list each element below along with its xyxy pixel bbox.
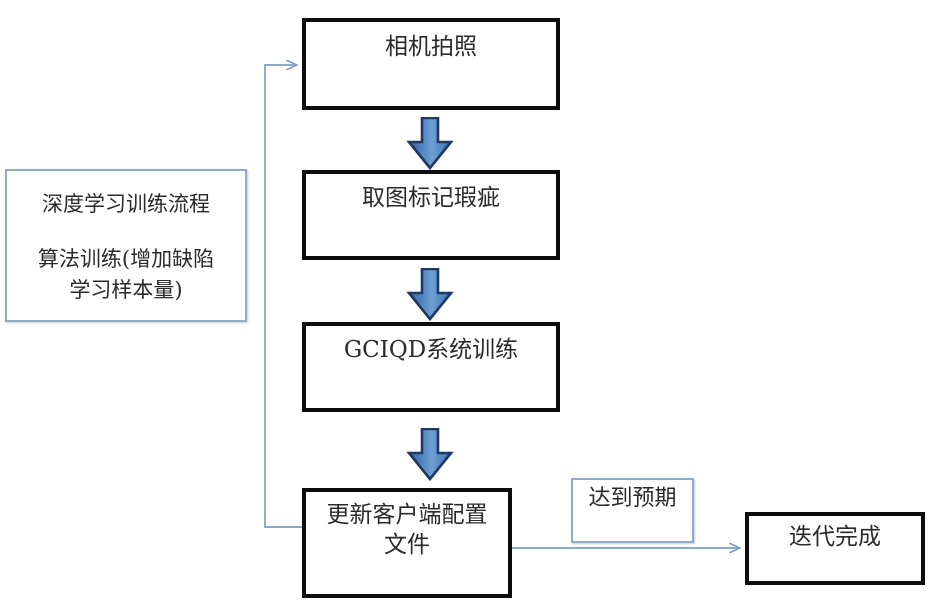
node-iteration-complete-label: 迭代完成 — [789, 524, 881, 550]
node-update-client-config-label: 更新客户端配置 文件 — [326, 502, 488, 558]
node-capture[interactable]: 相机拍照 — [302, 18, 560, 110]
block-arrow-mark-to-train — [406, 268, 454, 322]
block-arrow-train-to-update — [406, 428, 454, 482]
connector-feedback-update-to-capture — [264, 65, 302, 528]
node-system-training-label: GCIQD系统训练 — [343, 337, 519, 363]
block-arrow-capture-to-mark — [406, 117, 454, 171]
panel-body: 算法训练(增加缺陷 学习样本量) — [37, 247, 215, 302]
node-system-training[interactable]: GCIQD系统训练 — [302, 322, 560, 412]
node-update-client-config[interactable]: 更新客户端配置 文件 — [302, 488, 512, 598]
node-mark-defects-label: 取图标记瑕疵 — [362, 185, 500, 211]
node-capture-label: 相机拍照 — [385, 34, 477, 60]
panel-heading: 深度学习训练流程 — [42, 192, 210, 216]
annotation-expectation-met-label: 达到预期 — [588, 486, 677, 511]
left-description-panel: 深度学习训练流程 算法训练(增加缺陷 学习样本量) — [5, 169, 247, 322]
node-iteration-complete[interactable]: 迭代完成 — [745, 512, 925, 585]
node-mark-defects[interactable]: 取图标记瑕疵 — [302, 170, 560, 260]
annotation-expectation-met: 达到预期 — [571, 478, 694, 543]
